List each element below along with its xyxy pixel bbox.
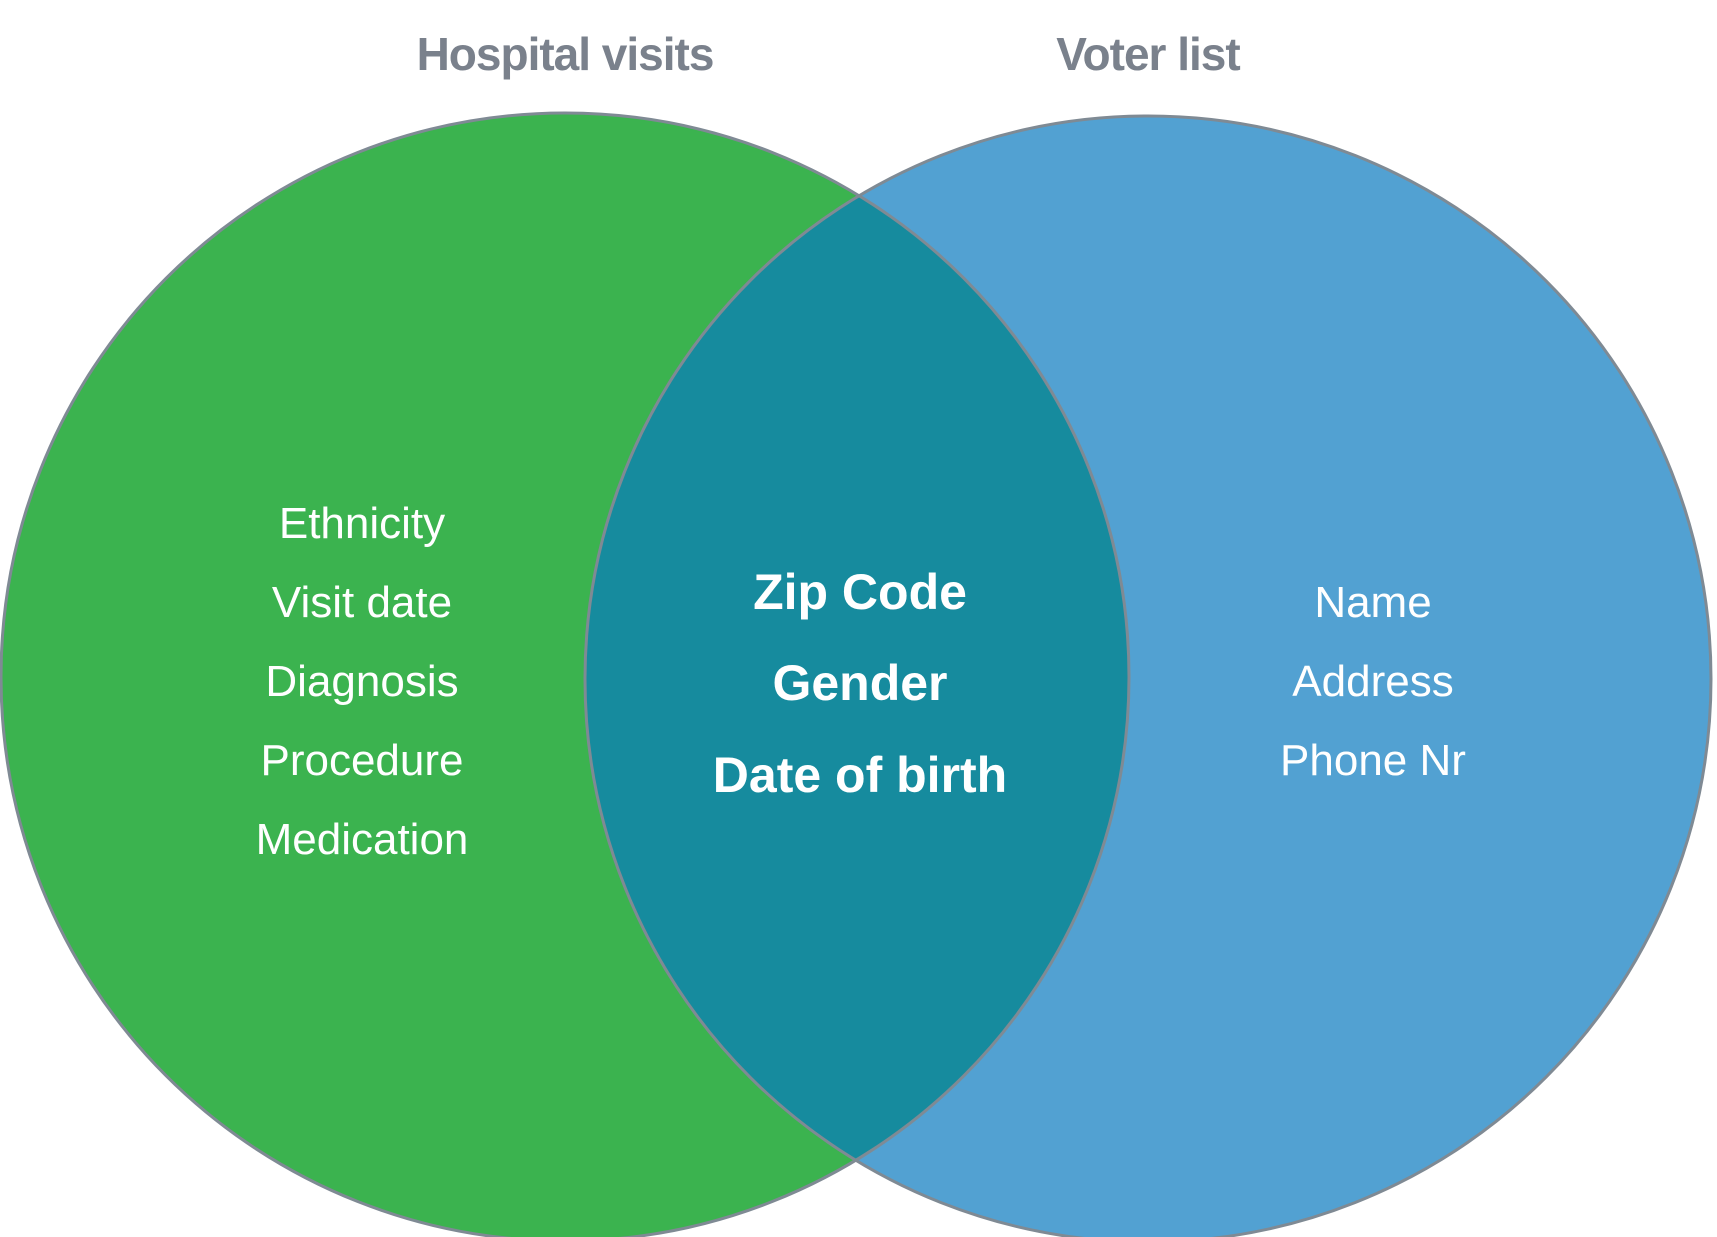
voter-list-title: Voter list (1056, 28, 1240, 80)
right-item-address: Address (1292, 657, 1453, 706)
left-item-procedure: Procedure (260, 736, 463, 785)
left-item-ethnicity: Ethnicity (279, 499, 445, 548)
left-item-diagnosis: Diagnosis (265, 657, 458, 706)
hospital-visits-outline (0, 111, 1131, 1237)
shared-item-gender: Gender (772, 655, 947, 711)
right-item-name: Name (1314, 578, 1431, 627)
voter-list-outline (583, 114, 1713, 1237)
hospital-visits-title: Hospital visits (417, 28, 714, 80)
shared-item-date-of-birth: Date of birth (713, 747, 1007, 803)
shared-item-zip-code: Zip Code (753, 564, 967, 620)
left-item-visit-date: Visit date (272, 578, 452, 627)
left-item-medication: Medication (256, 815, 469, 864)
right-item-phone-nr: Phone Nr (1280, 736, 1466, 785)
intersection-region (585, 116, 1129, 1237)
